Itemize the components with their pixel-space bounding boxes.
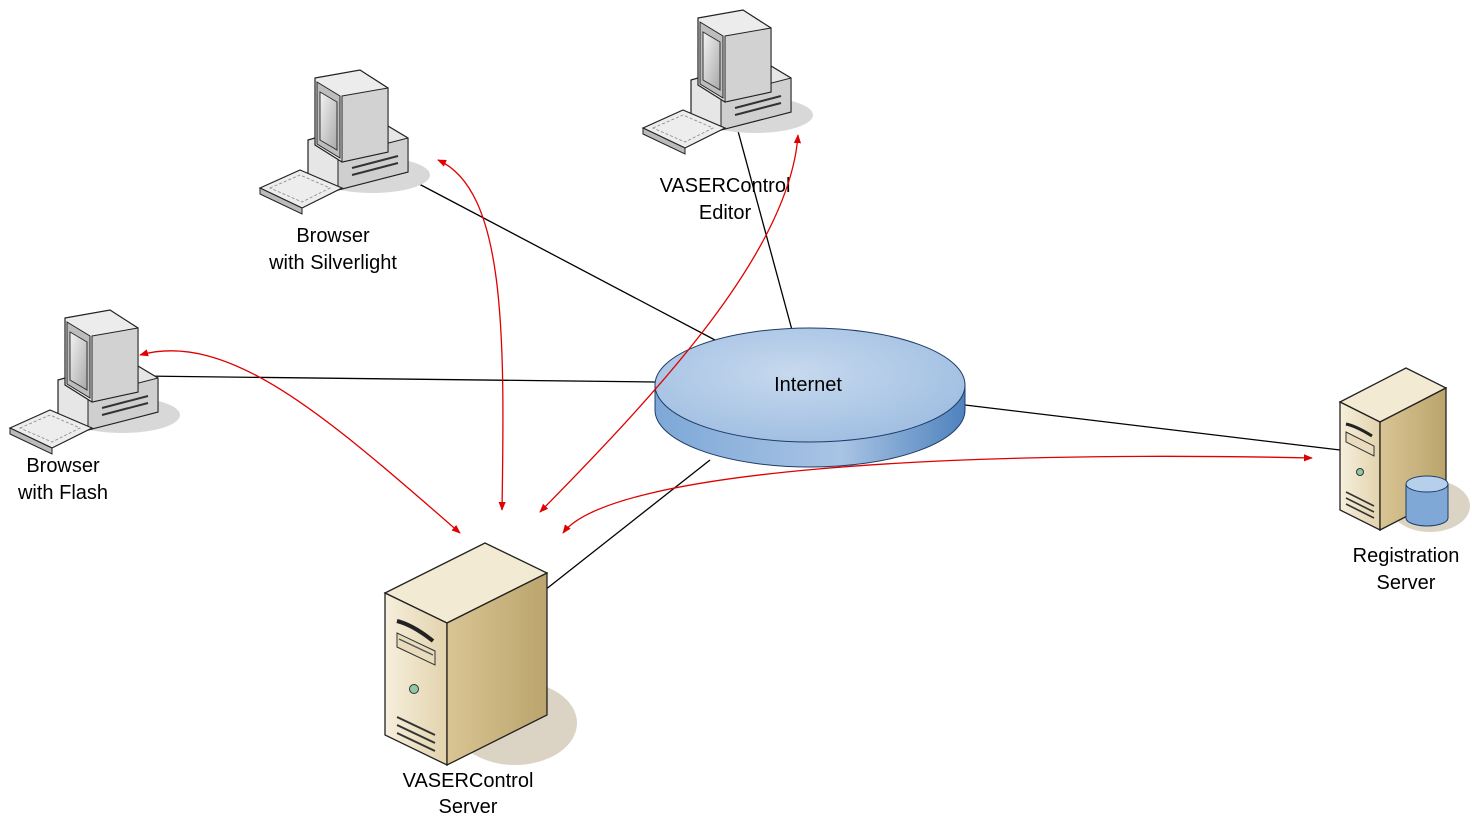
editor-label-line2: Editor [699, 202, 752, 224]
link-internet-registration [964, 404, 1341, 451]
flow-server-silverlight [437, 159, 506, 511]
link-silverlight-internet [401, 174, 716, 341]
control-server: VASERControl Server [383, 542, 577, 818]
control-server-label-line1: VASERControl [403, 770, 534, 792]
registration-label-line1: Registration [1353, 545, 1460, 567]
control-server-label-line2: Server [439, 796, 498, 818]
data-flows [139, 134, 1313, 534]
link-flash-internet [139, 375, 656, 383]
tower-server-icon [383, 542, 577, 767]
desktop-computer-icon [641, 9, 813, 155]
desktop-computer-icon [8, 309, 180, 455]
registration-label-line2: Server [1377, 572, 1436, 594]
editor-label-line1: VASERControl [660, 175, 791, 197]
flash-label-line2: with Flash [17, 482, 108, 504]
flash-client: Browser with Flash [8, 309, 180, 504]
flow-server-flash [139, 349, 461, 534]
desktop-computer-icon [258, 69, 430, 215]
registration-server: Registration Server [1338, 367, 1470, 594]
link-editor-internet [734, 119, 793, 331]
internet-label: Internet [774, 374, 842, 396]
internet-cloud: Internet [654, 327, 966, 468]
flash-label-line1: Browser [26, 455, 100, 477]
silverlight-client: Browser with Silverlight [258, 69, 430, 274]
editor-client: VASERControl Editor [641, 9, 813, 224]
flow-server-registration [562, 454, 1313, 534]
database-server-icon [1338, 367, 1470, 532]
silverlight-label-line2: with Silverlight [268, 252, 397, 274]
silverlight-label-line1: Browser [296, 225, 370, 247]
